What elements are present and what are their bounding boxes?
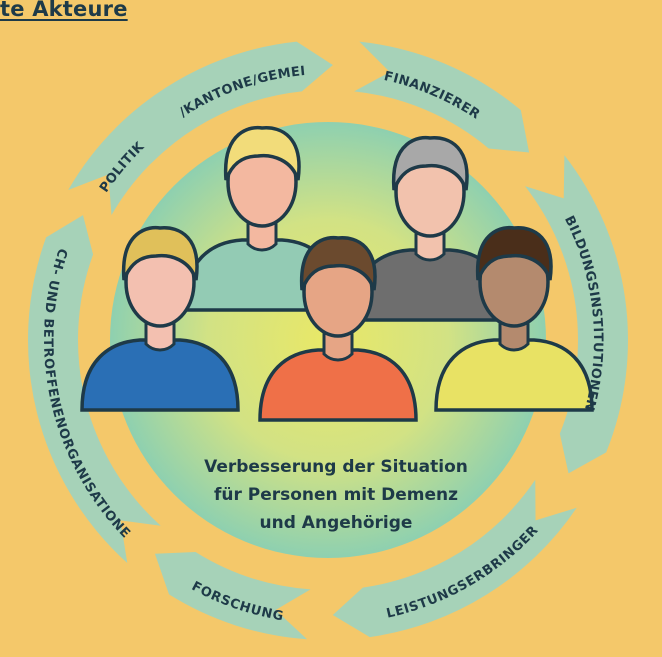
ring-segment-2 bbox=[354, 41, 530, 153]
person-brown-orange-neck bbox=[322, 330, 354, 362]
person-dark-curly-neck bbox=[498, 320, 530, 352]
ring-segment-6 bbox=[27, 215, 161, 563]
center-line-3: und Angehörige bbox=[260, 513, 413, 533]
person-blond-blue bbox=[80, 225, 240, 412]
page-title: te Akteure bbox=[0, 0, 128, 21]
center-line-1: Verbesserung der Situation bbox=[204, 457, 468, 477]
ring-segment-4 bbox=[332, 479, 577, 638]
center-text: Verbesserung der Situation für Personen … bbox=[204, 457, 468, 533]
person-gray-hair-hair bbox=[392, 135, 469, 191]
ring-segment-3 bbox=[525, 155, 628, 474]
person-dark-curly bbox=[434, 225, 594, 412]
person-dark-curly-shirt bbox=[434, 338, 594, 412]
person-curly-blond-hair bbox=[224, 125, 301, 181]
ring-segment-5 bbox=[154, 552, 311, 640]
person-gray-hair bbox=[350, 135, 510, 322]
person-gray-hair-neck bbox=[414, 230, 446, 262]
person-curly-blond-neck bbox=[246, 220, 278, 252]
person-brown-orange bbox=[258, 235, 418, 422]
person-brown-orange-shirt bbox=[258, 348, 418, 422]
actor-ring bbox=[27, 41, 628, 640]
center-line-2: für Personen mit Demenz bbox=[214, 485, 458, 505]
person-brown-orange-hair bbox=[300, 235, 377, 291]
ring-segment-7 bbox=[68, 103, 187, 215]
person-blond-blue-shirt bbox=[80, 338, 240, 412]
people-group bbox=[80, 125, 594, 422]
person-blond-blue-hair bbox=[122, 225, 199, 281]
person-blond-blue-neck bbox=[144, 320, 176, 352]
person-dark-curly-hair bbox=[476, 225, 553, 281]
